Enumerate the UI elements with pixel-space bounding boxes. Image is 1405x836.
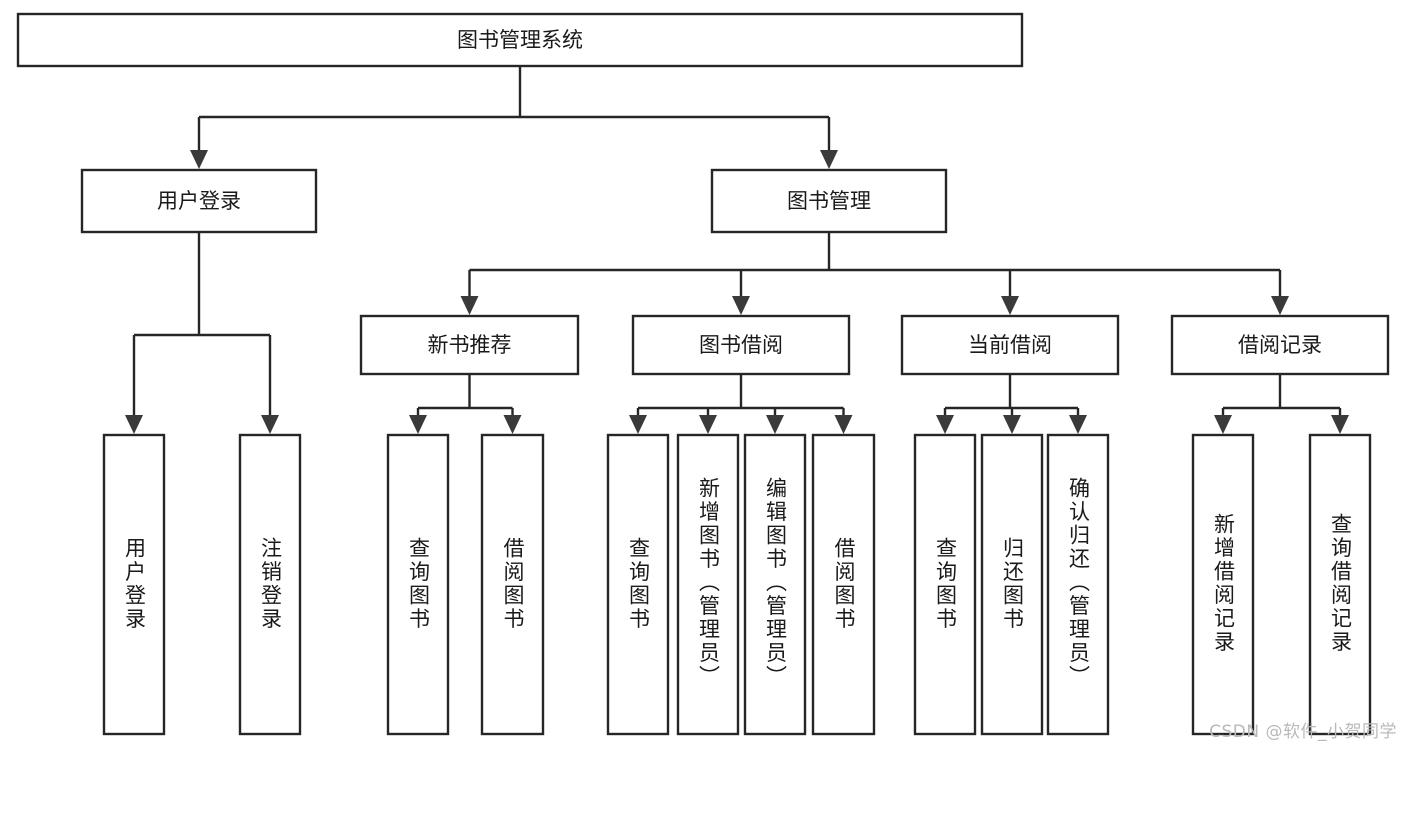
node-box[interactable] — [710, 168, 948, 234]
node-box[interactable] — [480, 433, 545, 736]
arrow-head-icon — [125, 415, 143, 434]
node-edit-book-admin[interactable] — [743, 433, 807, 736]
arrow-head-icon — [820, 150, 838, 169]
node-box[interactable] — [743, 433, 807, 736]
node-label: 当前借阅 — [968, 333, 1052, 357]
node-box[interactable] — [631, 314, 851, 376]
node-label: 新书推荐 — [428, 333, 512, 357]
node-add-borrow-record[interactable] — [1191, 433, 1255, 736]
node-user-login[interactable] — [80, 168, 318, 234]
node-borrow-book-2[interactable] — [811, 433, 876, 736]
arrow-head-icon — [1003, 415, 1021, 434]
node-new-book-rec[interactable] — [359, 314, 580, 376]
node-box[interactable] — [238, 433, 302, 736]
arrow-head-icon — [1001, 296, 1019, 315]
arrow-head-icon — [766, 415, 784, 434]
node-root[interactable] — [16, 12, 1024, 68]
node-query-book-1[interactable] — [386, 433, 450, 736]
arrow-head-icon — [503, 415, 522, 434]
node-box[interactable] — [1191, 433, 1255, 736]
arrow-head-icon — [1331, 415, 1349, 434]
node-book-borrow[interactable] — [631, 314, 851, 376]
node-box[interactable] — [1046, 433, 1110, 736]
connector-layer — [125, 66, 1349, 434]
node-box[interactable] — [80, 168, 318, 234]
arrow-head-icon — [409, 415, 427, 434]
node-box[interactable] — [811, 433, 876, 736]
node-box[interactable] — [1170, 314, 1390, 376]
arrow-head-icon — [629, 415, 647, 434]
node-box[interactable] — [980, 433, 1044, 736]
node-borrow-book-1[interactable] — [480, 433, 545, 736]
arrow-head-icon — [1214, 415, 1232, 434]
node-box-layer — [16, 12, 1390, 736]
node-query-book-2[interactable] — [606, 433, 670, 736]
node-box[interactable] — [1308, 433, 1372, 736]
node-label: 图书管理系统 — [457, 28, 583, 52]
arrow-head-icon — [460, 296, 479, 315]
node-user-login-do[interactable] — [102, 433, 166, 736]
node-box[interactable] — [16, 12, 1024, 68]
node-book-manage[interactable] — [710, 168, 948, 234]
node-return-book[interactable] — [980, 433, 1044, 736]
node-label: 用户登录 — [157, 189, 241, 213]
arrow-head-icon — [834, 415, 853, 434]
node-box[interactable] — [102, 433, 166, 736]
node-label: 图书借阅 — [699, 333, 783, 357]
arrow-head-icon — [699, 415, 717, 434]
node-box[interactable] — [359, 314, 580, 376]
node-box[interactable] — [386, 433, 450, 736]
arrow-head-icon — [190, 150, 208, 169]
node-borrow-record[interactable] — [1170, 314, 1390, 376]
arrow-head-icon — [1069, 415, 1087, 434]
arrow-head-icon — [1271, 296, 1289, 315]
node-label: 借阅记录 — [1238, 333, 1322, 357]
diagram-canvas: 图书管理系统用户登录图书管理新书推荐图书借阅当前借阅借阅记录 用户登录注销登录查… — [16, 12, 1397, 742]
node-box[interactable] — [606, 433, 670, 736]
node-label: 图书管理 — [787, 189, 871, 213]
node-box[interactable] — [900, 314, 1120, 376]
watermark-credit: CSDN @软件_小贺同学 — [1209, 722, 1397, 742]
node-user-logout[interactable] — [238, 433, 302, 736]
node-confirm-return-admin[interactable] — [1046, 433, 1110, 736]
node-query-book-3[interactable] — [913, 433, 977, 736]
arrow-head-icon — [936, 415, 954, 434]
node-query-borrow-record[interactable] — [1308, 433, 1372, 736]
node-current-borrow[interactable] — [900, 314, 1120, 376]
node-add-book-admin[interactable] — [676, 433, 740, 736]
node-box[interactable] — [676, 433, 740, 736]
arrow-head-icon — [732, 296, 750, 315]
arrow-head-icon — [261, 415, 279, 434]
node-box[interactable] — [913, 433, 977, 736]
